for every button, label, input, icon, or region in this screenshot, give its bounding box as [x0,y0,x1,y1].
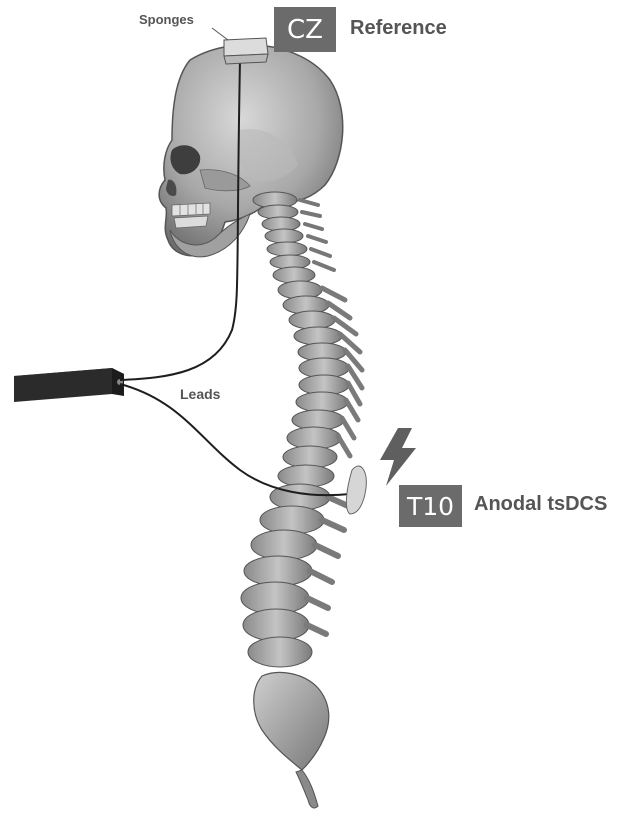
lightning-bolt-icon [380,428,416,486]
reference-label: Reference [350,17,447,40]
leads-label: Leads [180,386,220,402]
anodal-electrode-label: T10 [407,492,454,521]
reference-electrode-label: CZ [287,15,323,45]
reference-electrode-box: CZ [274,7,336,52]
thoracic-vertebrae [278,281,362,487]
reference-sponge [224,38,268,64]
anodal-tsdcs-label: Anodal tsDCS [474,493,607,516]
anodal-sponge [346,466,366,514]
stimulator-device [14,368,124,402]
cervical-vertebrae [253,192,334,283]
spine [241,192,362,808]
sponges-label: Sponges [139,12,194,27]
anodal-electrode-box: T10 [399,485,462,527]
lumbar-vertebrae [241,484,348,667]
sponges-pointer [212,28,228,40]
sacrum [254,672,329,808]
